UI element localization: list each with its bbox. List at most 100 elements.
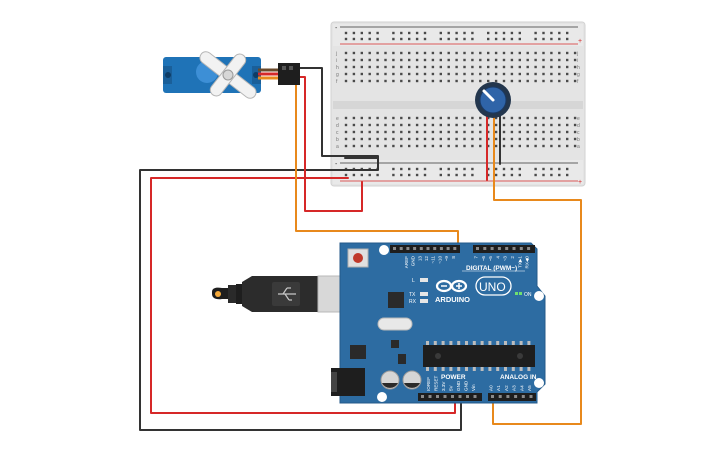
header-pin[interactable]: [473, 395, 477, 398]
pin-label: GND: [456, 380, 461, 391]
pin-label: RESET: [434, 375, 439, 391]
pin-label: Vin: [471, 384, 476, 391]
pin-label: 3.3V: [441, 381, 446, 391]
row-letter: d: [336, 123, 339, 129]
header-pin[interactable]: [406, 247, 410, 250]
header-pin[interactable]: [506, 395, 510, 398]
header-pin[interactable]: [451, 395, 454, 398]
led-tx-label: TX: [409, 292, 416, 298]
header-pin[interactable]: [453, 247, 457, 250]
header-pin[interactable]: [419, 247, 423, 250]
led-l-label: L: [412, 278, 415, 284]
pin-label: A5: [527, 385, 532, 391]
row-letter: c: [336, 130, 339, 136]
header-pin[interactable]: [458, 395, 462, 398]
rail-plus-top: +: [578, 38, 582, 45]
pin-label: AREF: [404, 256, 409, 268]
pin-label: A1: [496, 385, 501, 391]
pin-label: 7: [474, 256, 479, 259]
pin-label: 2: [510, 256, 515, 259]
header-pin[interactable]: [436, 395, 439, 398]
row-letter: d: [577, 123, 580, 129]
header-pin[interactable]: [498, 395, 502, 398]
servo-motor-icon[interactable]: [163, 34, 300, 115]
header-pin[interactable]: [514, 395, 518, 398]
rail-plus-bottom: +: [578, 179, 582, 186]
header-pin[interactable]: [428, 395, 432, 398]
header-pin[interactable]: [399, 247, 403, 250]
header-pin[interactable]: [491, 395, 494, 398]
pin-label: A4: [519, 385, 524, 391]
board-model: UNO: [479, 280, 506, 294]
rail-minus-top: -: [335, 25, 338, 32]
pin-label: 8: [451, 256, 456, 259]
header-pin[interactable]: [512, 247, 516, 250]
analog-label: ANALOG IN: [500, 374, 537, 381]
on-led-label: ON: [524, 292, 532, 298]
power-analog-header[interactable]: [421, 395, 533, 398]
reset-button[interactable]: [347, 248, 369, 268]
row-letter: h: [577, 65, 580, 71]
pin-label: ~3: [503, 256, 508, 262]
header-pin[interactable]: [490, 247, 494, 250]
header-pin[interactable]: [529, 395, 533, 398]
pin-label: 12: [424, 256, 429, 262]
header-pin[interactable]: [521, 395, 525, 398]
row-letter: h: [336, 65, 339, 71]
header-pin[interactable]: [433, 247, 437, 250]
wire-servo-black[interactable]: [296, 67, 379, 165]
led-rx-label: RX: [409, 299, 417, 305]
wires: [139, 67, 582, 431]
digital-header[interactable]: [393, 247, 531, 250]
pin-label: ~9: [444, 256, 449, 262]
row-letter: i: [336, 58, 337, 64]
pin-label: GND: [464, 380, 469, 391]
pin-label: A0: [489, 385, 494, 391]
wire-pot-signal[interactable]: [492, 117, 582, 425]
header-pin[interactable]: [476, 247, 479, 250]
pin-label: A2: [504, 385, 509, 391]
header-pin[interactable]: [393, 247, 396, 250]
arduino-logo: [435, 279, 468, 293]
arduino-logo-text: ARDUINO: [435, 295, 470, 304]
header-pin[interactable]: [497, 247, 501, 250]
header-pin[interactable]: [519, 247, 523, 250]
row-letter: f: [336, 79, 338, 85]
row-letter: b: [336, 137, 339, 143]
pin-label: 4: [495, 256, 500, 259]
header-pin[interactable]: [505, 247, 509, 250]
row-letter: c: [577, 130, 580, 136]
power-label: POWER: [441, 374, 466, 381]
row-letter: a: [577, 144, 580, 150]
header-pin[interactable]: [527, 247, 531, 250]
row-letter: j: [335, 51, 337, 57]
wire-red-5v[interactable]: [150, 177, 456, 414]
pin-label: GND: [411, 255, 416, 266]
row-letter: e: [577, 116, 580, 122]
potentiometer[interactable]: [475, 82, 511, 118]
pin-label: RX◀0: [525, 256, 530, 269]
header-pin[interactable]: [439, 247, 443, 250]
header-pin[interactable]: [413, 247, 417, 250]
row-letter: f: [577, 79, 579, 85]
header-pin[interactable]: [446, 247, 450, 250]
pin-label: 5V: [449, 384, 454, 391]
header-pin[interactable]: [483, 247, 487, 250]
atmega-chip: [423, 341, 535, 371]
row-letter: b: [577, 137, 580, 143]
pin-label: ~6: [481, 256, 486, 262]
pin-label: TX▶1: [517, 256, 522, 268]
wire-servo-red[interactable]: [299, 76, 363, 212]
header-pin[interactable]: [443, 395, 447, 398]
row-letter: a: [336, 144, 339, 150]
header-pin[interactable]: [426, 247, 430, 250]
row-letter: i: [577, 58, 578, 64]
header-pin[interactable]: [466, 395, 469, 398]
row-letter: g: [336, 72, 339, 78]
header-pin[interactable]: [421, 395, 424, 398]
